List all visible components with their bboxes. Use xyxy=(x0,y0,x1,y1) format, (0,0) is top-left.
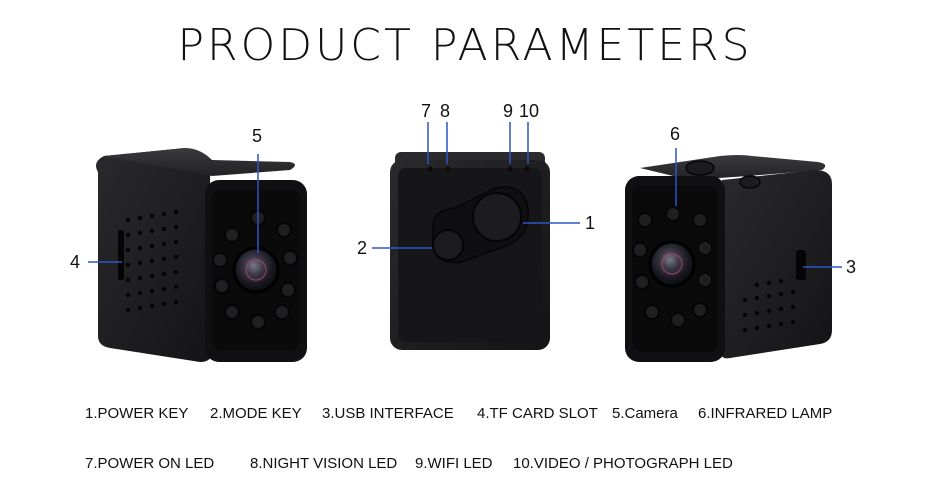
callout-6: 6 xyxy=(670,124,680,144)
camera-left-side xyxy=(96,148,212,362)
legend-infrared-lamp: 6.INFRARED LAMP xyxy=(698,405,833,422)
product-figure: 5 4 7 8 9 10 1 2 6 3 xyxy=(70,101,856,362)
night-vision-led xyxy=(445,166,451,172)
camera-center-view xyxy=(390,152,550,350)
callout-9: 9 xyxy=(503,101,513,121)
legend-tf-card-slot: 4.TF CARD SLOT xyxy=(477,405,598,422)
wifi-led xyxy=(507,166,513,172)
power-on-led xyxy=(427,166,433,172)
legend-mode-key: 2.MODE KEY xyxy=(210,405,302,422)
infrared-lamps-left xyxy=(212,210,298,330)
speaker-grille-left xyxy=(125,209,179,313)
legend-row-2: 7.POWER ON LED 8.NIGHT VISION LED 9.WIFI… xyxy=(0,452,930,476)
camera-right-top xyxy=(640,155,826,180)
legend-night-vision-led: 8.NIGHT VISION LED xyxy=(250,455,398,472)
legend-power-key: 1.POWER KEY xyxy=(85,405,189,422)
callout-2: 2 xyxy=(357,238,367,258)
callout-lines xyxy=(88,122,842,268)
mode-key-right xyxy=(739,175,761,189)
callout-10: 10 xyxy=(519,101,539,121)
legend-camera: 5.Camera xyxy=(612,405,678,422)
callout-8: 8 xyxy=(440,101,450,121)
speaker-grille-right xyxy=(742,278,796,333)
callout-4: 4 xyxy=(70,252,80,272)
camera-left-top xyxy=(104,148,295,176)
legend-wifi-led: 9.WIFI LED xyxy=(415,455,493,472)
legend-usb-interface: 3.USB INTERFACE xyxy=(322,405,454,422)
callout-3: 3 xyxy=(846,257,856,277)
callout-1: 1 xyxy=(585,213,595,233)
legend-video-photo-led: 10.VIDEO / PHOTOGRAPH LED xyxy=(513,455,733,472)
callout-5: 5 xyxy=(252,126,262,146)
usb-interface xyxy=(796,250,806,280)
infrared-lamps-right xyxy=(632,206,713,328)
camera-lens-right xyxy=(648,240,696,288)
tf-card-slot xyxy=(118,230,124,280)
video-photo-led xyxy=(524,166,530,172)
power-key-right xyxy=(685,160,715,176)
legend-power-on-led: 7.POWER ON LED xyxy=(85,455,215,472)
camera-right-view xyxy=(625,155,832,362)
callout-7: 7 xyxy=(421,101,431,121)
page-title: PRODUCT PARAMETERS xyxy=(177,20,753,71)
legend-row-1: 1.POWER KEY 2.MODE KEY 3.USB INTERFACE 4… xyxy=(0,402,930,426)
camera-lens-left xyxy=(232,246,280,294)
mode-key xyxy=(432,229,464,261)
camera-left-view xyxy=(96,148,307,362)
camera-right-side xyxy=(720,170,832,359)
power-key xyxy=(472,192,522,242)
